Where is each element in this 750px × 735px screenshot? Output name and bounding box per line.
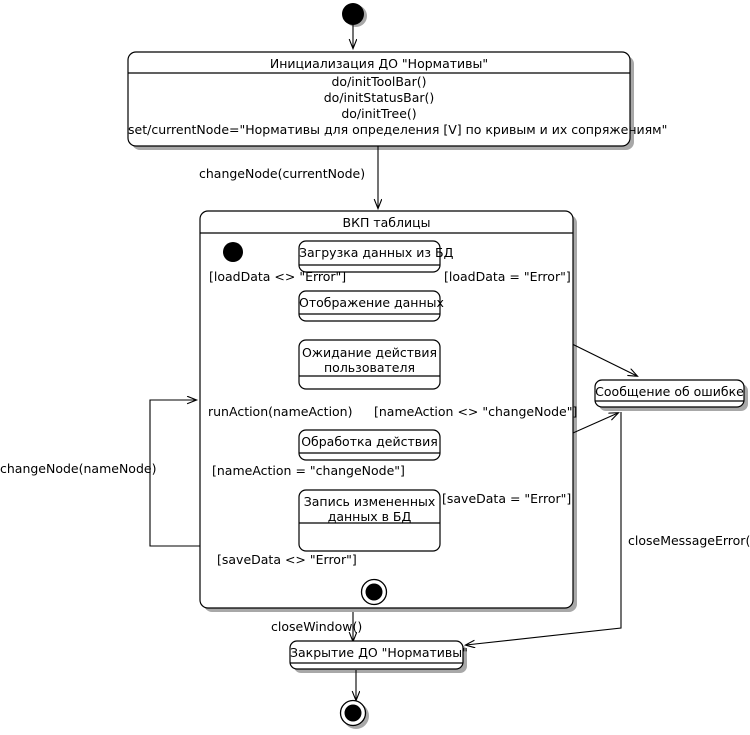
state-composite-title: ВКП таблицы: [342, 215, 431, 230]
state-load-data[interactable]: [298, 240, 441, 273]
state-close[interactable]: [289, 640, 464, 670]
state-show-data-title: Отображение данных: [299, 295, 444, 310]
state-save-data[interactable]: [298, 489, 441, 552]
state-init-action-4: set/currentNode="Нормативы для определен…: [128, 122, 668, 137]
state-load-data-title: Загрузка данных из БД: [299, 245, 454, 260]
state-init[interactable]: [127, 51, 631, 147]
label-change-node-name: changeNode(nameNode): [0, 461, 157, 476]
state-error-message-title: Сообщение об ошибке: [595, 384, 744, 399]
label-load-ok: [loadData <> "Error"]: [209, 269, 347, 284]
state-composite-table[interactable]: [199, 210, 574, 609]
state-save-data-title: Запись измененных данных в БД: [303, 494, 436, 524]
state-show-data[interactable]: [298, 290, 441, 322]
label-change-node-current: changeNode(currentNode): [199, 166, 366, 181]
label-name-action-eq: [nameAction = "changeNode"]: [212, 463, 405, 478]
state-wait-action-title: Ожидание действия пользователя: [301, 345, 438, 375]
label-save-error: [saveData = "Error"]: [442, 491, 572, 506]
label-save-ok: [saveData <> "Error"]: [217, 552, 357, 567]
edge-change-node-loop: [149, 400, 200, 547]
label-name-action-ne: [nameAction <> "changeNode"]: [374, 404, 578, 419]
edge-error-to-close: [466, 412, 622, 645]
final-state[interactable]: [339, 699, 367, 727]
state-process-action[interactable]: [298, 429, 441, 461]
state-init-action-1: do/initToolBar(): [331, 74, 427, 89]
label-close-message-error: closeMessageError(): [628, 533, 750, 548]
state-error-message[interactable]: [594, 379, 745, 408]
inner-final-state[interactable]: [360, 578, 388, 606]
state-process-action-title: Обработка действия: [301, 434, 438, 449]
state-close-title: Закрытие ДО "Нормативы": [290, 645, 468, 660]
state-init-action-3: do/initTree(): [341, 106, 417, 121]
label-run-action: runAction(nameAction): [208, 404, 353, 419]
inner-initial-state[interactable]: [223, 242, 243, 262]
state-init-action-2: do/initStatusBar(): [323, 90, 435, 105]
state-init-title: Инициализация ДО "Нормативы": [269, 56, 489, 71]
state-wait-action[interactable]: [298, 339, 441, 390]
initial-state[interactable]: [342, 3, 364, 25]
label-load-error: [loadData = "Error"]: [444, 269, 571, 284]
label-close-window: closeWindow(): [271, 619, 363, 634]
